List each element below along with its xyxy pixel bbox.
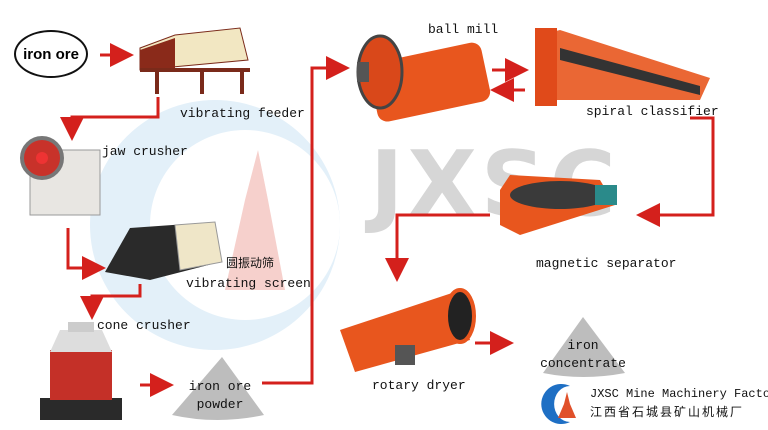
rotary-dryer-label: rotary dryer	[372, 378, 466, 393]
ball-mill-machine	[356, 34, 491, 122]
arrow-feeder-to-jaw	[60, 97, 160, 141]
cone-crusher-machine	[40, 322, 122, 420]
watermark-peak	[225, 150, 285, 290]
arrow-classifier-to-separator	[636, 116, 715, 227]
vibrating-feeder-label: vibrating feeder	[180, 106, 305, 121]
iron-ore-powder-label: iron ore powder	[180, 378, 260, 414]
jaw-crusher-machine	[20, 136, 101, 216]
iron-ore-node: iron ore	[14, 30, 88, 78]
arrow-separator-to-dryer	[385, 213, 490, 282]
iron-ore-powder-line1: iron ore	[188, 379, 252, 394]
vibrating-screen-cn-label: 圆振动筛	[226, 256, 275, 270]
magnetic-separator-label: magnetic separator	[536, 256, 677, 271]
spiral-classifier-label: spiral classifier	[586, 104, 719, 119]
rotary-dryer-machine	[340, 288, 476, 372]
vibrating-screen-machine	[105, 221, 223, 280]
ball-mill-label: ball mill	[428, 22, 499, 37]
iron-concentrate-line2: concentrate	[540, 356, 626, 371]
iron-ore-powder-pile	[172, 357, 264, 420]
vibrating-screen-label: vibrating screen	[186, 276, 311, 291]
magnetic-separator-machine	[500, 175, 617, 235]
iron-concentrate-line1: iron	[567, 338, 599, 353]
iron-ore-powder-line2: powder	[196, 397, 244, 412]
logo-name-cn: 江西省石城县矿山机械厂	[590, 405, 745, 419]
cone-crusher-label: cone crusher	[97, 318, 191, 333]
logo-name-en: JXSC Mine Machinery Factory	[590, 387, 768, 401]
arrow-powder-to-mill	[262, 56, 350, 385]
spiral-classifier-machine	[535, 28, 710, 106]
arrow-jaw-to-screen	[66, 228, 106, 280]
vibrating-feeder-machine	[139, 27, 250, 94]
iron-concentrate-label: iron concentrate	[540, 337, 626, 373]
iron-concentrate-pile	[543, 317, 625, 377]
jaw-crusher-label: jaw crusher	[102, 144, 188, 159]
arrow-screen-to-cone	[80, 284, 142, 320]
jxsc-logo-icon	[541, 384, 576, 424]
